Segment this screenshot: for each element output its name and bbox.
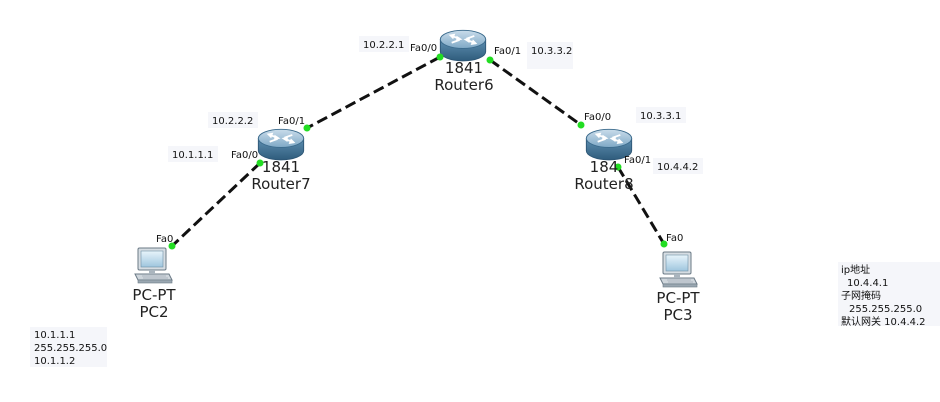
port-label-r8-fa00: Fa0/0 [584,112,611,123]
pc2-model: PC-PT [132,286,176,304]
router8-name: Router8 [574,175,633,193]
pc2-note-gateway: 10.1.1.2 [34,356,76,367]
port-dot-r8-fa00 [577,121,585,129]
addr-r7-fa01: 10.2.2.2 [212,116,253,127]
pc2-ip-note[interactable]: 10.1.1.1 255.255.255.0 10.1.1.2 [30,327,107,367]
port-label-pc2-fa0: Fa0 [156,234,173,245]
pc2-note-ip: 10.1.1.1 [34,330,76,341]
router6-model: 1841 [445,59,483,77]
link-router8-pc3[interactable] [616,166,666,245]
link-router6-router8[interactable] [489,58,582,127]
port-dot-pc2-fa0 [168,242,176,250]
port-label-r6-fa01: Fa0/1 [494,46,521,57]
link-router6-router7[interactable] [306,55,441,130]
port-dot-r8-fa01 [614,163,622,171]
pc3-note-mask-label: 子网掩码 [841,291,881,302]
router6-icon[interactable] [439,29,487,62]
addr-r6-fa00: 10.2.2.1 [363,40,404,51]
port-dot-r6-fa00 [436,53,444,61]
pc3-name: PC3 [663,306,692,324]
port-label-pc3-fa0: Fa0 [666,233,683,244]
addr-r6-fa01: 10.3.3.2 [531,46,572,57]
port-label-r6-fa00: Fa0/0 [410,43,437,54]
port-dot-r7-fa00 [256,159,264,167]
router7-icon[interactable] [257,128,305,161]
pc3-model: PC-PT [656,289,700,307]
link-router7-pc2[interactable] [170,161,262,248]
router8-model: 184 [590,158,619,176]
pc3-note-ip: 10.4.4.1 [847,278,889,289]
pc2-note-mask: 255.255.255.0 [34,343,108,354]
port-dot-r7-fa01 [303,124,311,132]
pc2-icon[interactable] [134,247,173,284]
router7-name: Router7 [251,175,310,193]
addr-r8-fa00: 10.3.3.1 [640,111,681,122]
port-label-r7-fa00: Fa0/0 [231,150,258,161]
router6-name: Router6 [434,76,493,94]
pc3-icon[interactable] [659,251,698,288]
port-label-r7-fa01: Fa0/1 [278,116,305,127]
pc2-name: PC2 [139,303,168,321]
pc3-note-mask: 255.255.255.0 [849,304,923,315]
addr-r8-fa01: 10.4.4.2 [657,162,698,173]
pc3-ip-note[interactable]: ip地址 10.4.4.1 子网掩码 255.255.255.0 默认网关 10… [838,262,940,326]
addr-r7-fa00: 10.1.1.1 [172,150,213,161]
pc3-note-ip-label: ip地址 [841,265,871,276]
port-dot-r6-fa01 [486,56,494,64]
port-dot-pc3-fa0 [660,240,668,248]
router7-model: 1841 [262,158,300,176]
port-label-r8-fa01: Fa0/1 [624,155,651,166]
pc3-note-gateway: 默认网关 10.4.4.2 [841,317,926,326]
